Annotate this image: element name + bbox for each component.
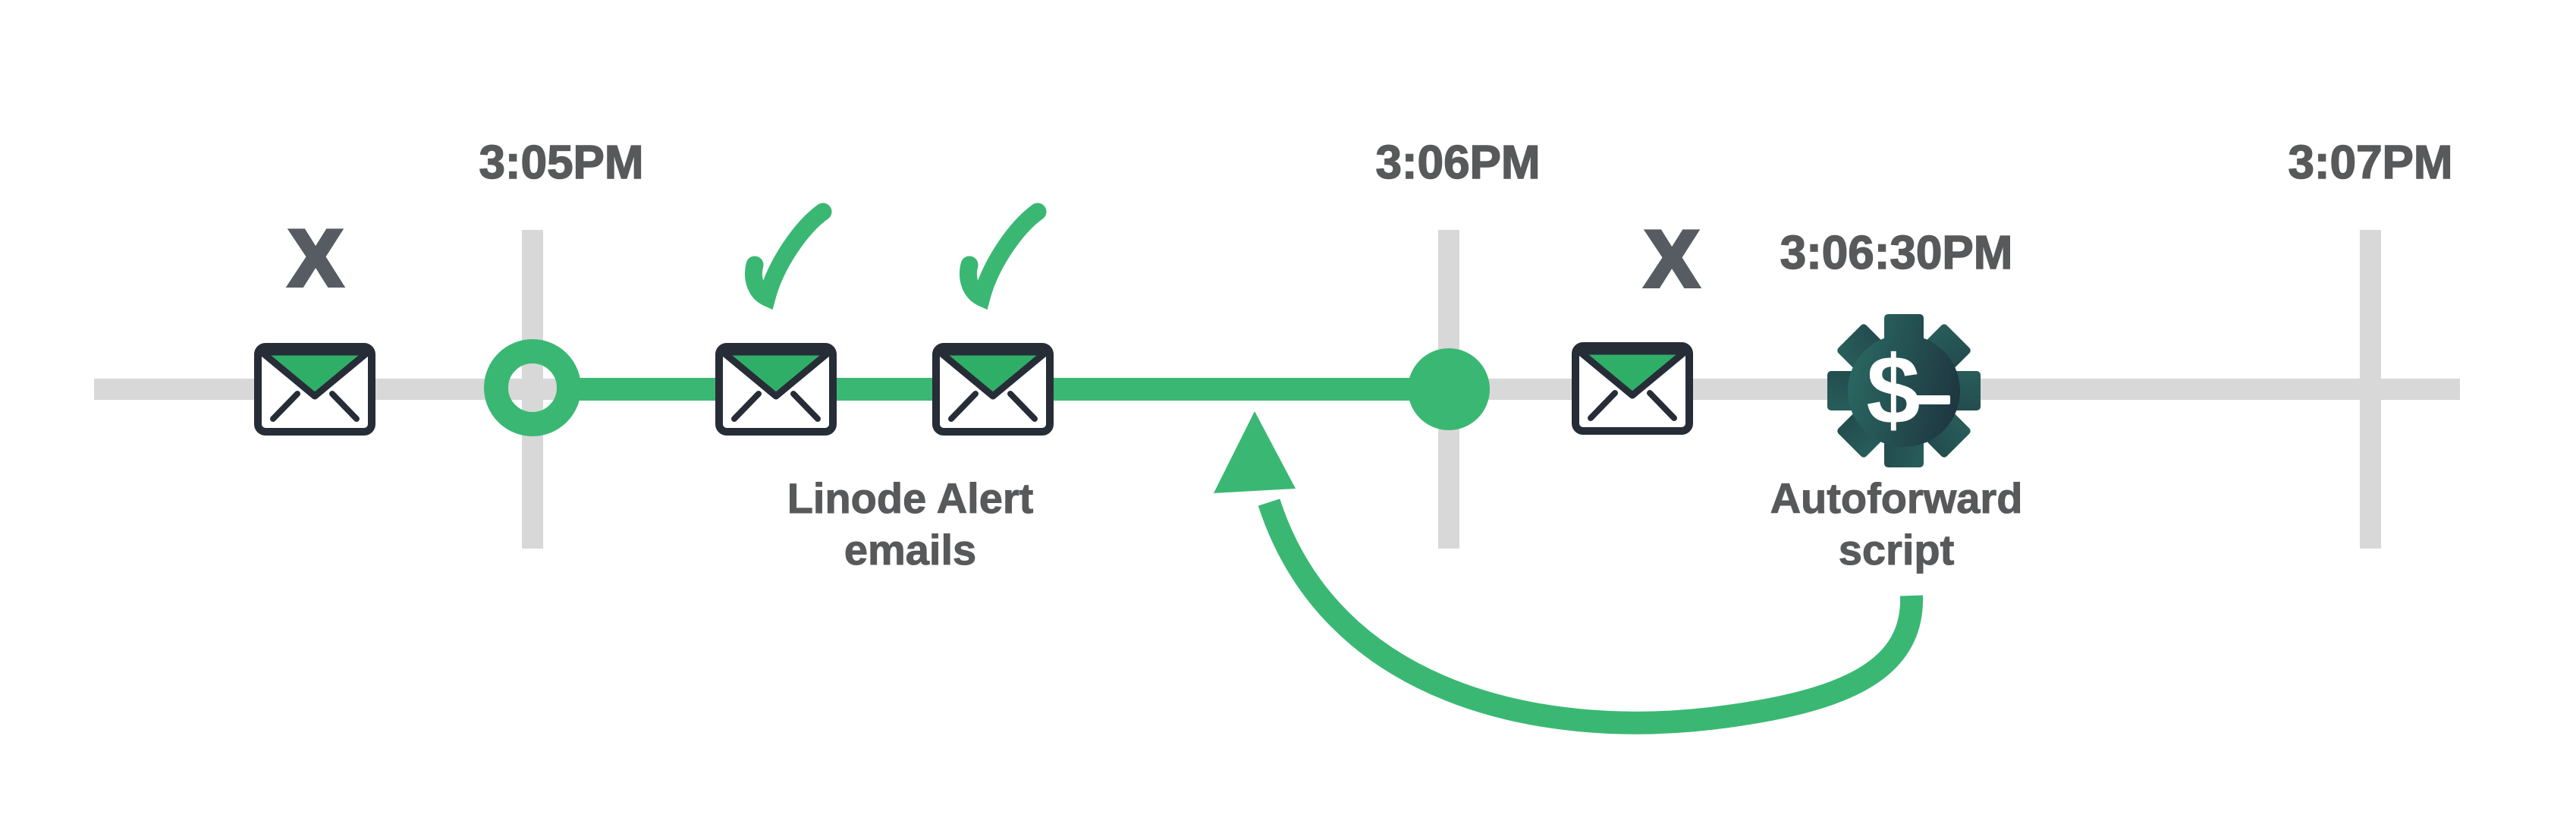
time-label-307: 3:07PM <box>2288 137 2454 189</box>
checkmark-icon <box>960 203 1047 310</box>
tick-307 <box>2360 230 2381 549</box>
checkmark-icon <box>745 203 832 310</box>
caption-line: Linode Alert <box>787 474 1034 523</box>
loop-arrow-head <box>1214 411 1296 493</box>
caption-line: Autoforward <box>1770 474 2023 523</box>
tick-305 <box>522 230 543 549</box>
caption-autoforward-script: Autoforward script <box>1770 473 2023 576</box>
caption-linode-alert-emails: Linode Alert emails <box>787 473 1034 576</box>
caption-line: emails <box>843 526 977 574</box>
dollar-prompt-glyph: $ <box>1866 336 1920 445</box>
caption-line: script <box>1838 526 1955 574</box>
script-gear-icon: $ <box>1827 314 1981 467</box>
x-mark: X <box>287 215 344 303</box>
timeline-end-marker <box>1408 348 1490 430</box>
underscore-mark <box>1915 395 1950 404</box>
envelope-icon <box>715 343 837 436</box>
timeline-start-marker <box>484 339 581 436</box>
loop-arrow <box>1214 411 1924 734</box>
envelope-icon <box>932 343 1054 436</box>
time-label-30630: 3:06:30PM <box>1780 227 2013 279</box>
x-mark: X <box>1643 215 1700 303</box>
time-label-306: 3:06PM <box>1375 137 1541 189</box>
envelope-icon <box>1572 342 1693 435</box>
loop-arrow-curve <box>1258 498 1924 734</box>
envelope-icon <box>254 343 375 436</box>
time-label-305: 3:05PM <box>479 137 645 189</box>
